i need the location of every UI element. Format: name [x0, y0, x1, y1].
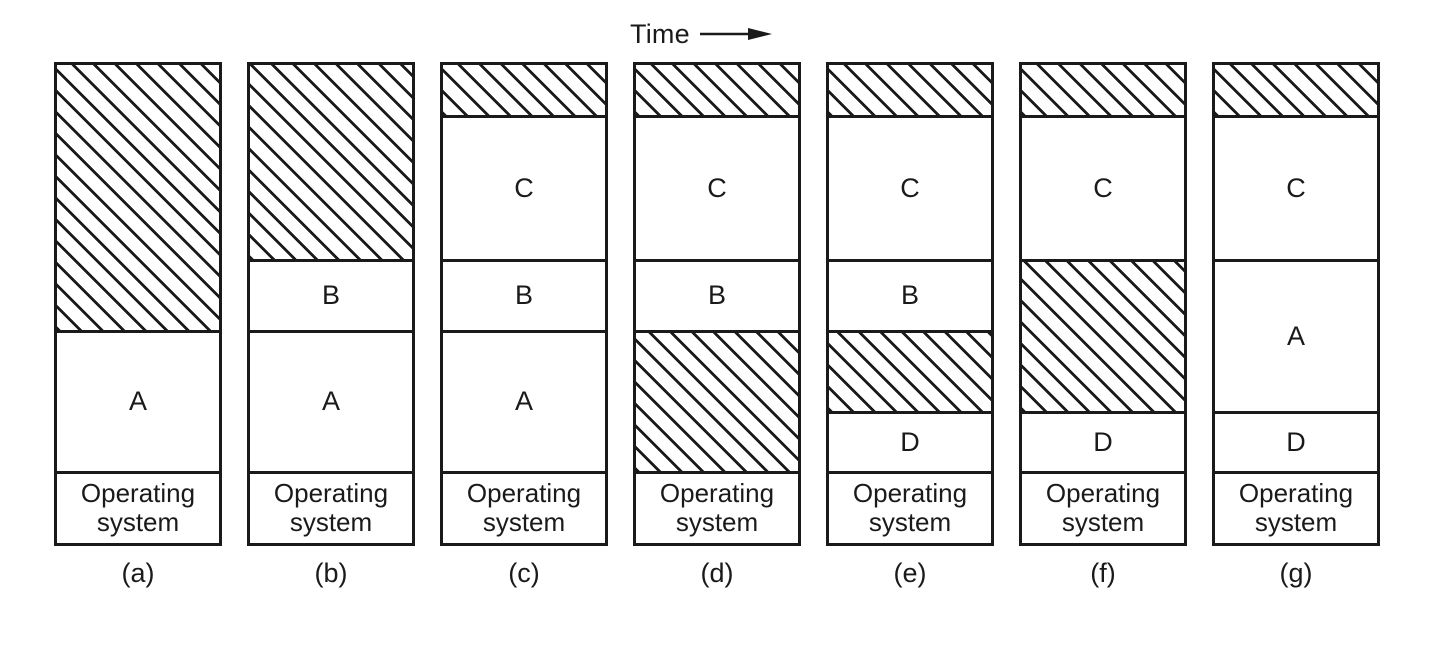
- right-arrow-icon: [699, 28, 772, 40]
- memory-stack-d: C B Operating system: [633, 62, 801, 546]
- free-memory-block: [443, 65, 605, 116]
- process-block-a: A: [443, 329, 605, 471]
- memory-column-g: C A D Operating system: [1212, 62, 1380, 546]
- process-block-b: B: [250, 258, 412, 330]
- process-label: A: [128, 386, 147, 417]
- process-label: D: [1093, 426, 1113, 457]
- process-block-b: B: [636, 258, 798, 330]
- caption-e: (e): [893, 558, 927, 588]
- memory-stack-c: C B A Operating system: [440, 62, 608, 546]
- operating-system-label: Operating system: [273, 477, 389, 538]
- free-memory-block: [1022, 258, 1184, 411]
- free-memory-block: [250, 65, 412, 259]
- memory-stack-b: B A Operating system: [247, 62, 415, 546]
- process-label: B: [707, 280, 726, 311]
- operating-system-block: Operating system: [57, 470, 219, 543]
- memory-stack-g: C A D Operating system: [1212, 62, 1380, 546]
- process-label: A: [1286, 320, 1305, 351]
- operating-system-block: Operating system: [1022, 470, 1184, 543]
- process-label: C: [1093, 172, 1113, 203]
- process-label: B: [514, 280, 533, 311]
- free-memory-block: [636, 65, 798, 116]
- process-block-d: D: [1022, 410, 1184, 471]
- free-memory-block: [829, 65, 991, 116]
- memory-column-a: A Operating system: [54, 62, 222, 546]
- process-label: A: [321, 386, 340, 417]
- process-label: C: [900, 172, 920, 203]
- memory-column-b: B A Operating system: [247, 62, 415, 546]
- operating-system-label: Operating system: [466, 477, 582, 538]
- process-label: B: [321, 280, 340, 311]
- operating-system-label: Operating system: [80, 477, 196, 538]
- process-label: D: [900, 426, 920, 457]
- process-block-b: B: [829, 258, 991, 330]
- caption-c: (c): [508, 558, 540, 588]
- operating-system-block: Operating system: [1215, 470, 1377, 543]
- memory-column-e: C B D Operating system: [826, 62, 994, 546]
- process-block-c: C: [443, 115, 605, 259]
- process-label: C: [707, 172, 727, 203]
- operating-system-label: Operating system: [852, 477, 968, 538]
- operating-system-block: Operating system: [829, 470, 991, 543]
- free-memory-block: [1022, 65, 1184, 116]
- operating-system-block: Operating system: [443, 470, 605, 543]
- caption-f: (f): [1090, 558, 1116, 588]
- process-label: C: [514, 172, 534, 203]
- operating-system-label: Operating system: [1238, 477, 1354, 538]
- process-block-b: B: [443, 258, 605, 330]
- free-memory-block: [636, 329, 798, 471]
- process-block-c: C: [636, 115, 798, 259]
- caption-d: (d): [700, 558, 734, 588]
- time-axis-label: Time: [630, 14, 870, 54]
- process-block-a: A: [250, 329, 412, 471]
- process-block-d: D: [829, 410, 991, 471]
- process-label: A: [514, 386, 533, 417]
- memory-stack-f: C D Operating system: [1019, 62, 1187, 546]
- memory-stack-a: A Operating system: [54, 62, 222, 546]
- memory-columns: A Operating system B A Operating system C B A Op…: [54, 62, 1384, 546]
- process-block-c: C: [1215, 115, 1377, 259]
- process-label: C: [1286, 172, 1306, 203]
- memory-column-c: C B A Operating system: [440, 62, 608, 546]
- time-axis-text: Time: [630, 18, 690, 49]
- process-block-c: C: [829, 115, 991, 259]
- process-block-a: A: [1215, 258, 1377, 411]
- operating-system-label: Operating system: [1045, 477, 1161, 538]
- process-block-c: C: [1022, 115, 1184, 259]
- column-captions: (a) (b) (c) (d) (e) (f) (g): [54, 560, 1384, 606]
- operating-system-label: Operating system: [659, 477, 775, 538]
- process-label: D: [1286, 426, 1306, 457]
- operating-system-block: Operating system: [636, 470, 798, 543]
- caption-b: (b): [314, 558, 348, 588]
- process-label: B: [900, 280, 919, 311]
- caption-a: (a): [121, 558, 155, 588]
- caption-g: (g): [1279, 558, 1313, 588]
- memory-column-f: C D Operating system: [1019, 62, 1187, 546]
- process-block-d: D: [1215, 410, 1377, 471]
- operating-system-block: Operating system: [250, 470, 412, 543]
- free-memory-block: [829, 329, 991, 411]
- free-memory-block: [57, 65, 219, 330]
- memory-column-d: C B Operating system: [633, 62, 801, 546]
- process-block-a: A: [57, 329, 219, 471]
- memory-stack-e: C B D Operating system: [826, 62, 994, 546]
- free-memory-block: [1215, 65, 1377, 116]
